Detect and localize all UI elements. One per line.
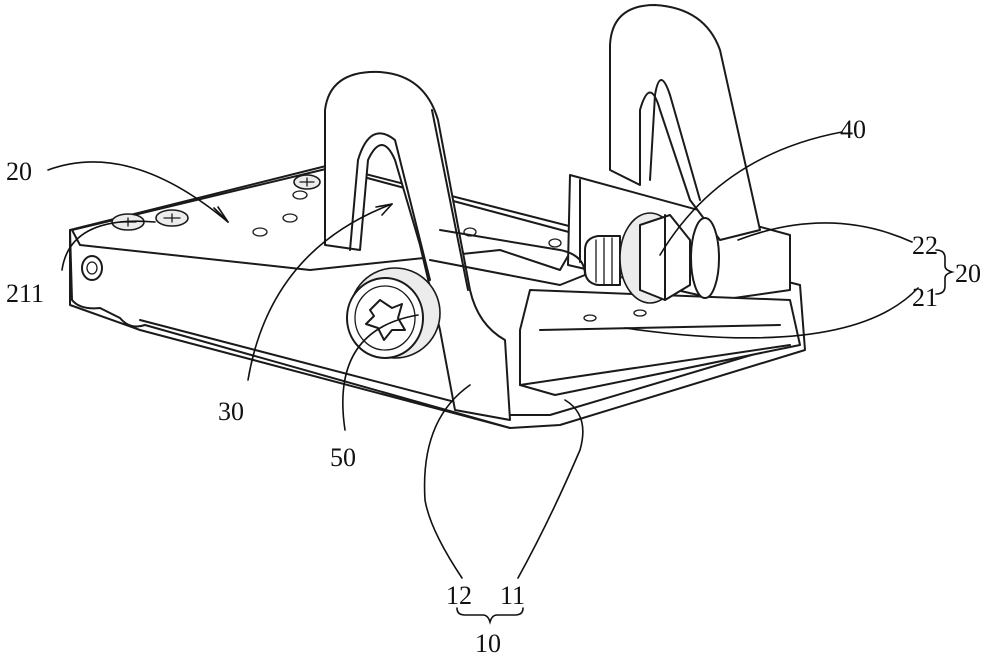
leader-lines (47, 131, 919, 579)
label-11: 11 (500, 581, 525, 610)
plate-screws (111, 174, 321, 231)
label-12: 12 (446, 581, 472, 610)
label-50: 50 (330, 443, 356, 472)
left-pin (81, 255, 103, 281)
label-10: 10 (475, 629, 501, 658)
label-20-right: 20 (955, 259, 981, 288)
rear-u-bracket (609, 4, 761, 241)
label-21: 21 (912, 283, 938, 312)
label-22: 22 (912, 231, 938, 260)
front-u-bracket (324, 70, 511, 421)
label-211: 211 (6, 279, 44, 308)
braces (456, 249, 955, 625)
label-20-left: 20 (6, 157, 32, 186)
rod (429, 229, 586, 286)
bolt-nut-40 (584, 212, 720, 304)
label-40: 40 (840, 115, 866, 144)
reference-numerals: 20 211 30 50 40 22 21 20 12 11 10 (6, 115, 981, 658)
label-30: 30 (218, 397, 244, 426)
